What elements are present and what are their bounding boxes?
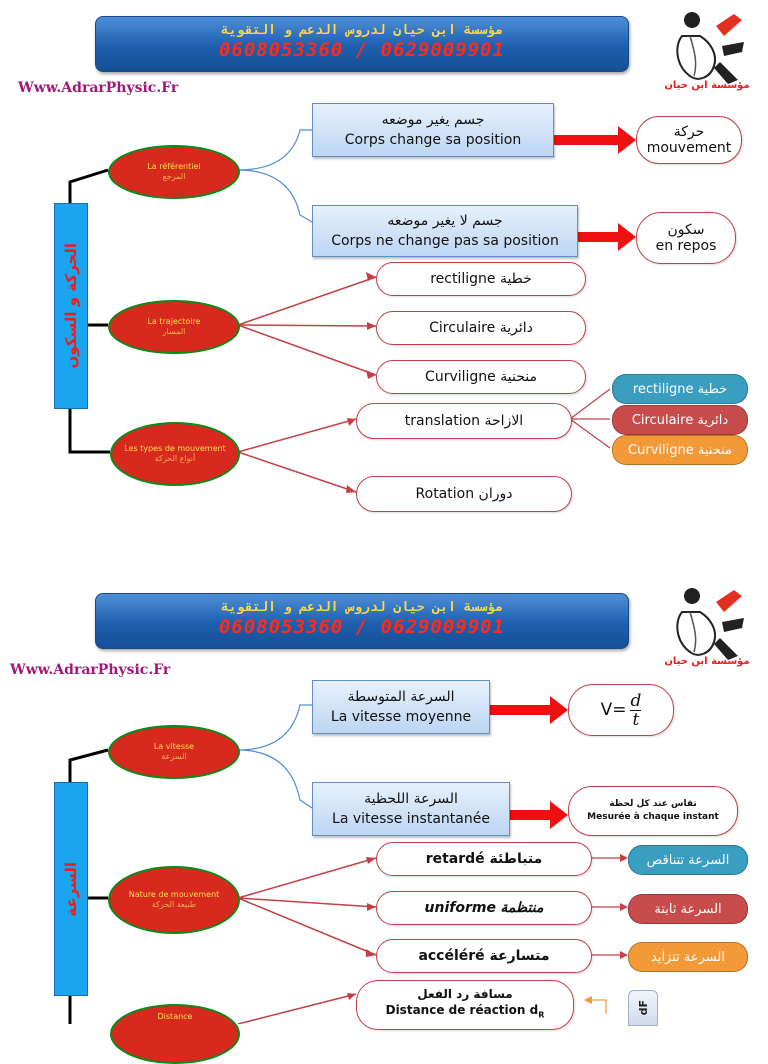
- pill-rotation: Rotation دوران: [356, 476, 572, 512]
- pill-translation: translation الازاحة: [356, 403, 572, 439]
- trans-type-rectiligne: rectiligne خطية: [612, 374, 748, 404]
- section2-title: السرعة: [62, 861, 80, 917]
- header-banner-2: مؤسسة ابن حيان لدروس الدعم و التقوية 060…: [95, 593, 629, 649]
- pill-traj-circulaire: Circulaire دائرية: [376, 311, 586, 345]
- logo-caption-2: مؤسسة ابن حيان: [664, 656, 750, 667]
- node-distance: Distance: [110, 1004, 240, 1064]
- pill-accelere: accéléré متسارعة: [376, 939, 592, 973]
- pill-traj-curviligne: Curviligne منحنية: [376, 360, 586, 394]
- section1-title: الحركة و السكون: [62, 243, 80, 369]
- header-arabic: مؤسسة ابن حيان لدروس الدعم و التقوية: [221, 23, 503, 38]
- header-banner-1: مؤسسة ابن حيان لدروس الدعم و التقوية 060…: [95, 16, 629, 72]
- df-tab: dF: [628, 990, 658, 1026]
- result-decreasing: السرعة تتناقص: [628, 845, 748, 875]
- website-link[interactable]: Www.AdrarPhysic.Fr: [18, 80, 179, 96]
- result-increasing: السرعة تتزايد: [628, 942, 748, 972]
- header-phone: 0608053360 / 0629009901: [218, 39, 506, 61]
- connector-lines: [68, 126, 636, 1024]
- header-arabic-2: مؤسسة ابن حيان لدروس الدعم و التقوية: [221, 600, 503, 615]
- pill-retarde: retardé متباطئة: [376, 842, 592, 876]
- pill-uniforme: uniforme منتظمة: [376, 891, 592, 925]
- section2-title-bar: السرعة: [54, 782, 88, 996]
- pill-formula: V= d t: [568, 684, 674, 736]
- website-link-2[interactable]: Www.AdrarPhysic.Fr: [10, 662, 171, 678]
- header-phone-2: 0608053360 / 0629009901: [218, 616, 506, 638]
- trans-type-curviligne: Curviligne منحنية: [612, 435, 748, 465]
- logo-icon: [676, 12, 744, 84]
- result-constant: السرعة ثابتة: [628, 894, 748, 924]
- logo-caption: مؤسسة ابن حيان: [664, 80, 750, 91]
- pill-distance-reaction: مسافة رد الفعل Distance de réaction dR: [356, 980, 574, 1030]
- logo-icon-2: [676, 588, 744, 660]
- section1-title-bar: الحركة و السكون: [54, 203, 88, 409]
- pill-traj-rectiligne: rectiligne خطية: [376, 262, 586, 296]
- trans-type-circulaire: Circulaire دائرية: [612, 405, 748, 435]
